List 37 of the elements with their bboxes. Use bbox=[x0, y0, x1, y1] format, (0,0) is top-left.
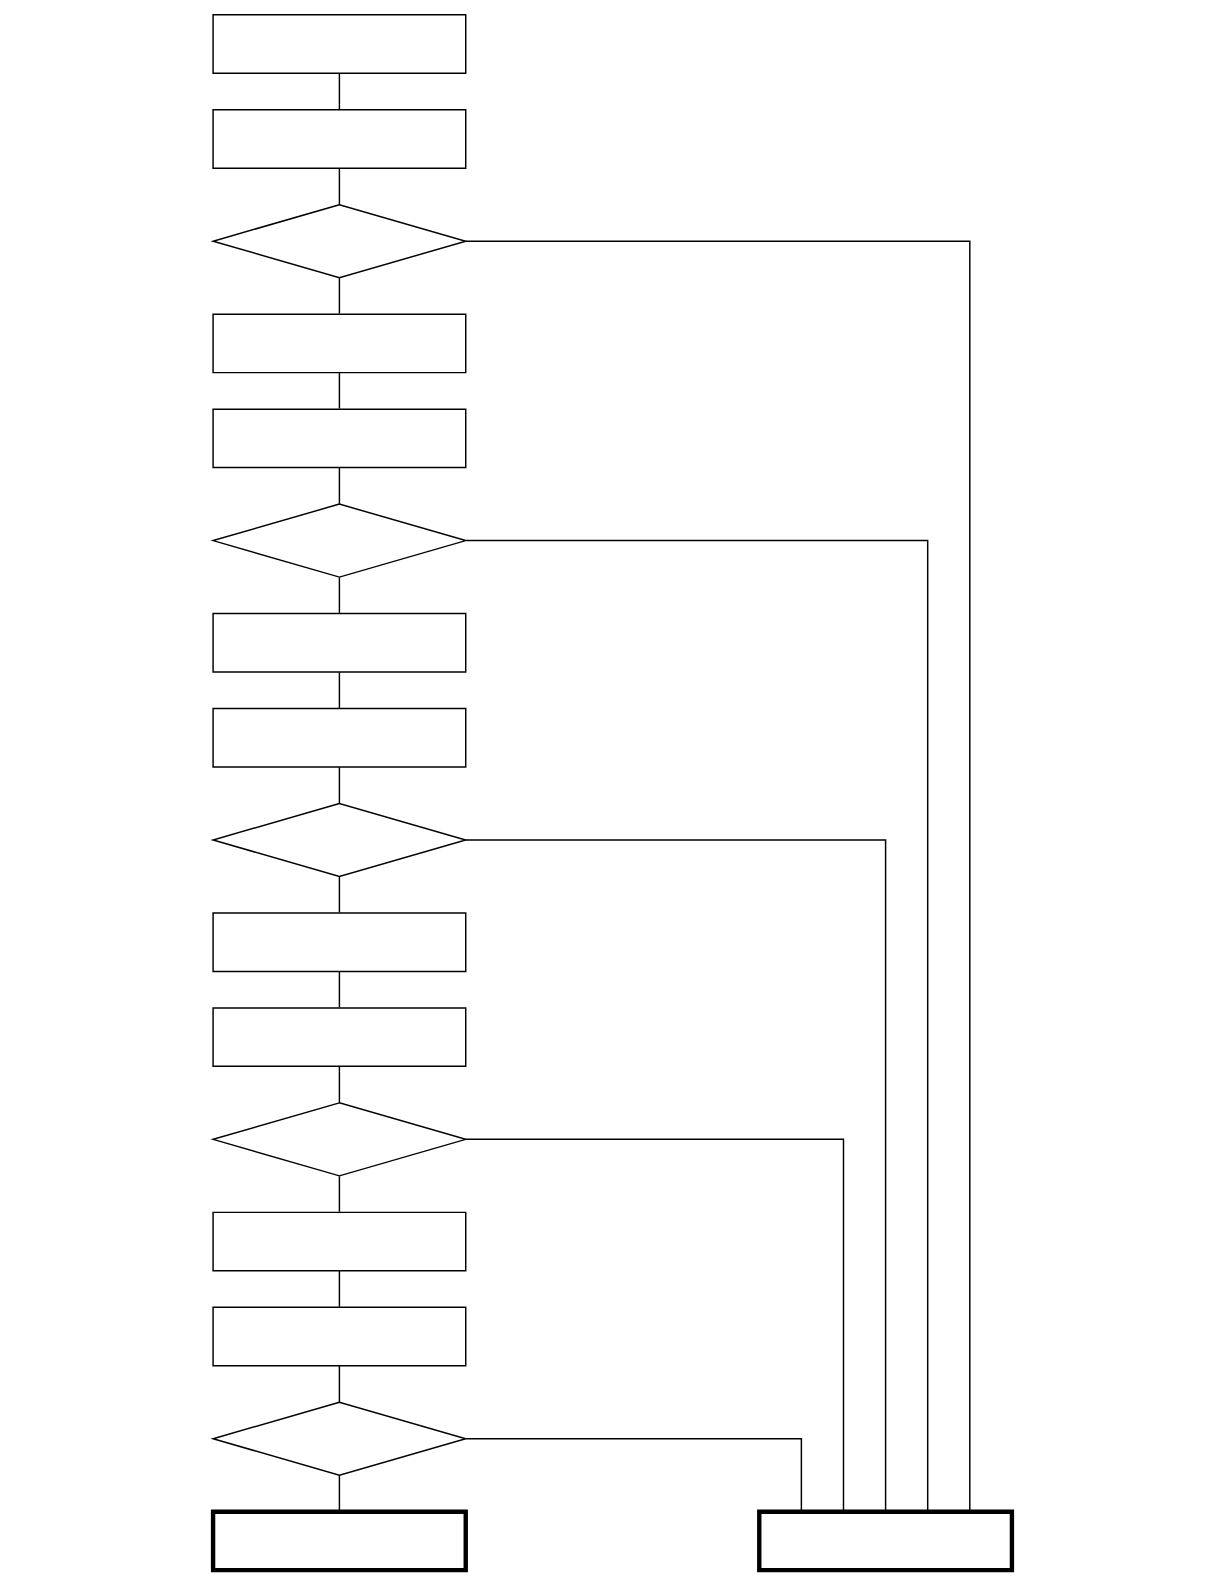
connector bbox=[338, 766, 340, 804]
connector bbox=[465, 1437, 802, 1512]
node-diamond bbox=[209, 203, 468, 278]
connector bbox=[338, 970, 340, 1008]
connector bbox=[464, 1138, 844, 1512]
node-box bbox=[211, 612, 466, 673]
connector bbox=[338, 276, 340, 314]
node-box bbox=[211, 911, 466, 972]
connector bbox=[338, 1175, 340, 1212]
connector bbox=[338, 371, 340, 409]
connector bbox=[338, 167, 340, 205]
connector bbox=[338, 875, 340, 913]
connector bbox=[338, 72, 340, 110]
node-diamond bbox=[209, 1101, 468, 1177]
node-diamond bbox=[209, 802, 468, 877]
connector bbox=[338, 576, 340, 614]
node-box bbox=[211, 1211, 466, 1271]
node-box bbox=[211, 13, 466, 74]
connector bbox=[338, 1364, 340, 1403]
node-box bbox=[211, 1306, 466, 1366]
node-diamond bbox=[209, 1400, 468, 1476]
connector bbox=[338, 1269, 340, 1307]
node-box bbox=[210, 1509, 468, 1572]
connector bbox=[338, 1065, 340, 1103]
node-diamond bbox=[209, 502, 468, 578]
connector bbox=[338, 466, 340, 505]
connector bbox=[464, 239, 971, 1512]
connector bbox=[338, 671, 340, 709]
connector bbox=[464, 838, 886, 1512]
node-box bbox=[211, 313, 466, 373]
connector bbox=[338, 1474, 340, 1512]
node-box bbox=[756, 1509, 1014, 1572]
node-box bbox=[211, 707, 466, 768]
connector bbox=[465, 539, 928, 1512]
node-box bbox=[211, 1006, 466, 1067]
node-box bbox=[211, 108, 466, 169]
node-box bbox=[211, 407, 466, 468]
